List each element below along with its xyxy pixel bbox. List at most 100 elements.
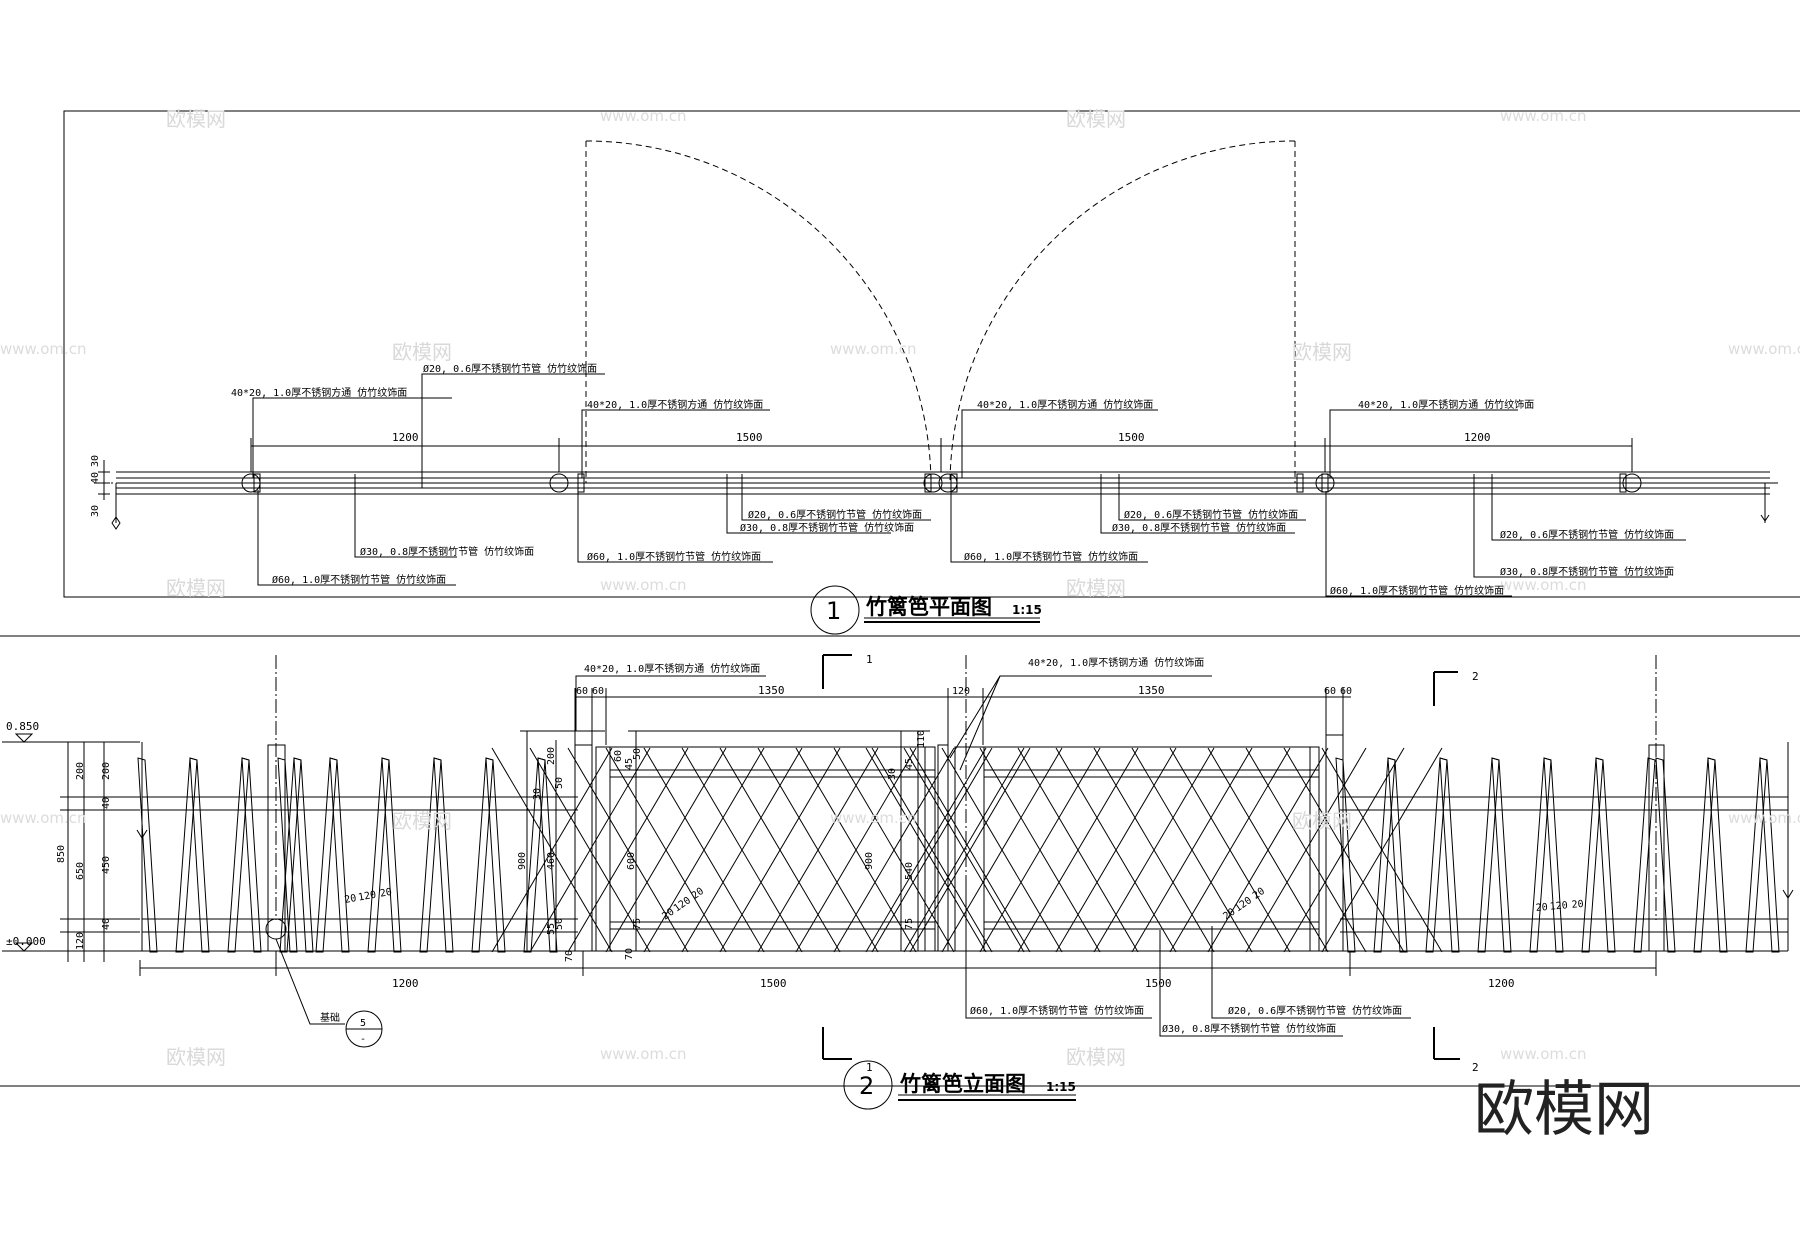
svg-text:75: 75 [632,918,643,930]
gate-frames [595,746,1320,952]
svg-text:50: 50 [554,918,565,930]
svg-text:450: 450 [101,856,112,874]
svg-text:60: 60 [592,686,604,697]
elev-title-circle [843,1060,893,1110]
svg-text:540: 540 [904,862,915,880]
svg-text:70: 70 [624,948,635,960]
svg-text:600: 600 [626,852,637,870]
svg-text:1200: 1200 [392,977,419,990]
svg-text:2: 2 [859,1072,874,1100]
svg-text:www.om.cn: www.om.cn [1500,576,1587,594]
svg-text:0.850: 0.850 [6,720,39,733]
svg-text:欧模网: 欧模网 [1292,809,1352,833]
svg-text:www.om.cn: www.om.cn [830,340,917,358]
svg-text:900: 900 [864,852,875,870]
svg-text:60: 60 [1340,686,1352,697]
elev-leaders [575,675,1411,1037]
gate-swing-arcs [585,140,1296,484]
svg-text:900: 900 [517,852,528,870]
plan-view [63,110,1800,635]
svg-text:www.om.cn: www.om.cn [1500,107,1587,125]
svg-text:45: 45 [624,758,635,770]
plan-dim-2: 1500 [736,431,763,444]
svg-text:200: 200 [101,762,112,780]
svg-text:1:15: 1:15 [1046,1080,1076,1094]
svg-text:www.om.cn: www.om.cn [830,809,917,827]
svg-text:www.om.cn: www.om.cn [1728,340,1800,358]
foundation-ref [265,918,383,1048]
svg-text:±0.000: ±0.000 [6,935,46,948]
svg-text:650: 650 [75,862,86,880]
svg-text:40: 40 [90,472,101,484]
brand-logo: 欧模网 [1474,1075,1654,1145]
svg-text:www.om.cn: www.om.cn [0,809,87,827]
svg-text:欧模网: 欧模网 [1066,576,1126,600]
svg-text:30: 30 [532,788,543,800]
svg-text:20: 20 [1251,886,1267,902]
svg-text:40*20, 1.0厚不锈钢方通 仿竹纹饰面: 40*20, 1.0厚不锈钢方通 仿竹纹饰面 [584,662,760,675]
svg-text:20: 20 [690,886,706,902]
svg-text:1500: 1500 [1145,977,1172,990]
svg-text:40*20, 1.0厚不锈钢方通 仿竹纹饰面: 40*20, 1.0厚不锈钢方通 仿竹纹饰面 [977,398,1153,411]
svg-text:40*20, 1.0厚不锈钢方通 仿竹纹饰面: 40*20, 1.0厚不锈钢方通 仿竹纹饰面 [1358,398,1534,411]
svg-text:200: 200 [75,762,86,780]
gate-dims [520,730,930,951]
side-bamboo-poles [137,757,1780,953]
plan-dim-3: 1500 [1118,431,1145,444]
svg-text:Ø20, 0.6厚不锈钢竹节管 仿竹纹饰面: Ø20, 0.6厚不锈钢竹节管 仿竹纹饰面 [1124,508,1298,521]
svg-text:欧模网: 欧模网 [166,576,226,600]
svg-text:欧模网: 欧模网 [1066,1045,1126,1069]
svg-text:1350: 1350 [758,684,785,697]
svg-text:Ø20, 0.6厚不锈钢竹节管 仿竹纹饰面: Ø20, 0.6厚不锈钢竹节管 仿竹纹饰面 [1500,528,1674,541]
svg-text:50: 50 [554,777,565,789]
svg-text:120: 120 [672,895,693,914]
elev-top-dim [574,688,1351,745]
svg-text:2: 2 [1472,1061,1479,1074]
svg-text:欧模网: 欧模网 [1066,107,1126,131]
svg-text:40*20, 1.0厚不锈钢方通 仿竹纹饰面: 40*20, 1.0厚不锈钢方通 仿竹纹饰面 [231,386,407,399]
svg-text:欧模网: 欧模网 [166,107,226,131]
svg-text:60: 60 [613,750,624,762]
svg-text:850: 850 [56,845,67,863]
svg-text:40*20, 1.0厚不锈钢方通 仿竹纹饰面: 40*20, 1.0厚不锈钢方通 仿竹纹饰面 [587,398,763,411]
elev-break-left [136,742,148,951]
svg-text:1500: 1500 [760,977,787,990]
elevation-view [0,654,1800,1110]
svg-text:20: 20 [1535,902,1548,914]
svg-text:欧模网: 欧模网 [1292,340,1352,364]
svg-text:www.om.cn: www.om.cn [1500,1045,1587,1063]
plan-left-dim [98,460,110,500]
svg-text:Ø20, 0.6厚不锈钢竹节管 仿竹纹饰面: Ø20, 0.6厚不锈钢竹节管 仿竹纹饰面 [423,362,597,375]
plan-dim-line [250,438,1633,472]
plan-title: 竹篱笆平面图 [865,595,992,619]
svg-text:75: 75 [904,918,915,930]
svg-text:120: 120 [1233,895,1254,914]
svg-text:-: - [360,1034,366,1045]
plan-dim-1: 1200 [392,431,419,444]
svg-text:120: 120 [357,890,377,904]
plan-dim-4: 1200 [1464,431,1491,444]
svg-text:1: 1 [866,653,873,666]
svg-text:欧模网: 欧模网 [392,340,452,364]
svg-text:Ø60, 1.0厚不锈钢竹节管 仿竹纹饰面: Ø60, 1.0厚不锈钢竹节管 仿竹纹饰面 [970,1004,1144,1017]
svg-text:120: 120 [75,932,86,950]
elev-texts: 0.850 ±0.000 200 200 40 450 850 650 40 1… [6,653,1584,1100]
svg-text:Ø30, 0.8厚不锈钢竹节管 仿竹纹饰面: Ø30, 0.8厚不锈钢竹节管 仿竹纹饰面 [360,545,534,558]
svg-text:Ø60, 1.0厚不锈钢竹节管 仿竹纹饰面: Ø60, 1.0厚不锈钢竹节管 仿竹纹饰面 [587,550,761,563]
svg-text:5: 5 [360,1018,366,1029]
level-marks [0,733,1800,1087]
svg-text:60: 60 [1324,686,1336,697]
svg-text:40: 40 [101,918,112,930]
svg-text:460: 460 [546,852,557,870]
break-mark-left [111,483,121,530]
svg-text:1350: 1350 [1138,684,1165,697]
svg-text:欧模网: 欧模网 [392,809,452,833]
svg-text:20: 20 [344,893,358,906]
plan-title-circle [810,585,860,635]
svg-text:120: 120 [1549,900,1568,913]
plan-posts [241,473,1642,493]
svg-text:30: 30 [887,768,898,780]
svg-text:Ø30, 0.8厚不锈钢竹节管 仿竹纹饰面: Ø30, 0.8厚不锈钢竹节管 仿竹纹饰面 [1112,521,1286,534]
svg-text:Ø20, 0.6厚不锈钢竹节管 仿竹纹饰面: Ø20, 0.6厚不锈钢竹节管 仿竹纹饰面 [748,508,922,521]
